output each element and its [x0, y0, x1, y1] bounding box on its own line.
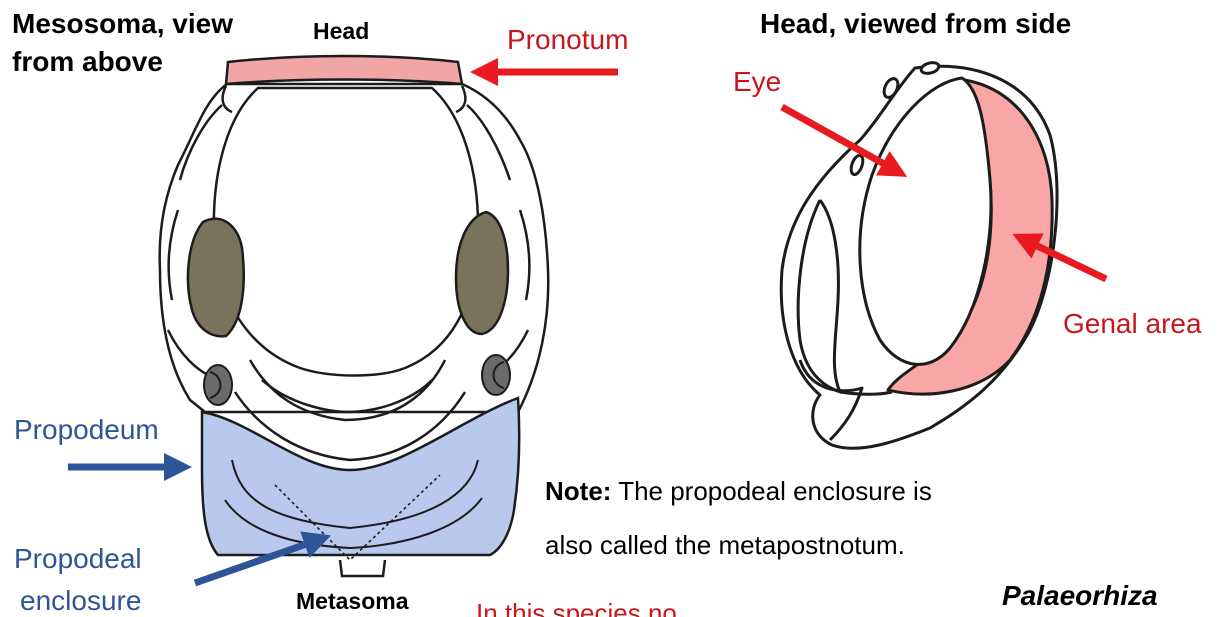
cut-off-text-container: In this species no [476, 598, 706, 617]
pronotum-shape [226, 56, 462, 84]
head-top-label: Head [313, 18, 369, 44]
mesosoma-title-line1: Mesosoma, view [12, 8, 233, 40]
metasoma-stub [340, 560, 385, 576]
metasoma-label: Metasoma [296, 588, 408, 614]
mesosoma-title-line2: from above [12, 46, 163, 78]
note-line1-text: The propodeal enclosure is [611, 476, 931, 506]
head-side-drawing [781, 61, 1057, 448]
pronotum-label: Pronotum [507, 24, 628, 56]
note-line1: Note: The propodeal enclosure is [545, 476, 932, 507]
tegula-left [188, 219, 244, 337]
propodeal-enclosure-label-line1: Propodeal [14, 543, 142, 575]
cut-off-text: In this species no [476, 598, 677, 617]
propodeal-enclosure-label-line2: enclosure [20, 585, 141, 617]
eye-label: Eye [733, 66, 781, 98]
propodeum-label: Propodeum [14, 414, 159, 446]
note-bold-label: Note: [545, 476, 611, 506]
head-side-title: Head, viewed from side [760, 8, 1071, 40]
wing-base-left [204, 365, 232, 405]
genus-label: Palaeorhiza [1002, 580, 1158, 612]
scutum-outline [214, 88, 478, 376]
wing-base-right [482, 355, 510, 395]
genal-area-label: Genal area [1063, 308, 1202, 340]
note-line2: also called the metapostnotum. [545, 530, 905, 561]
